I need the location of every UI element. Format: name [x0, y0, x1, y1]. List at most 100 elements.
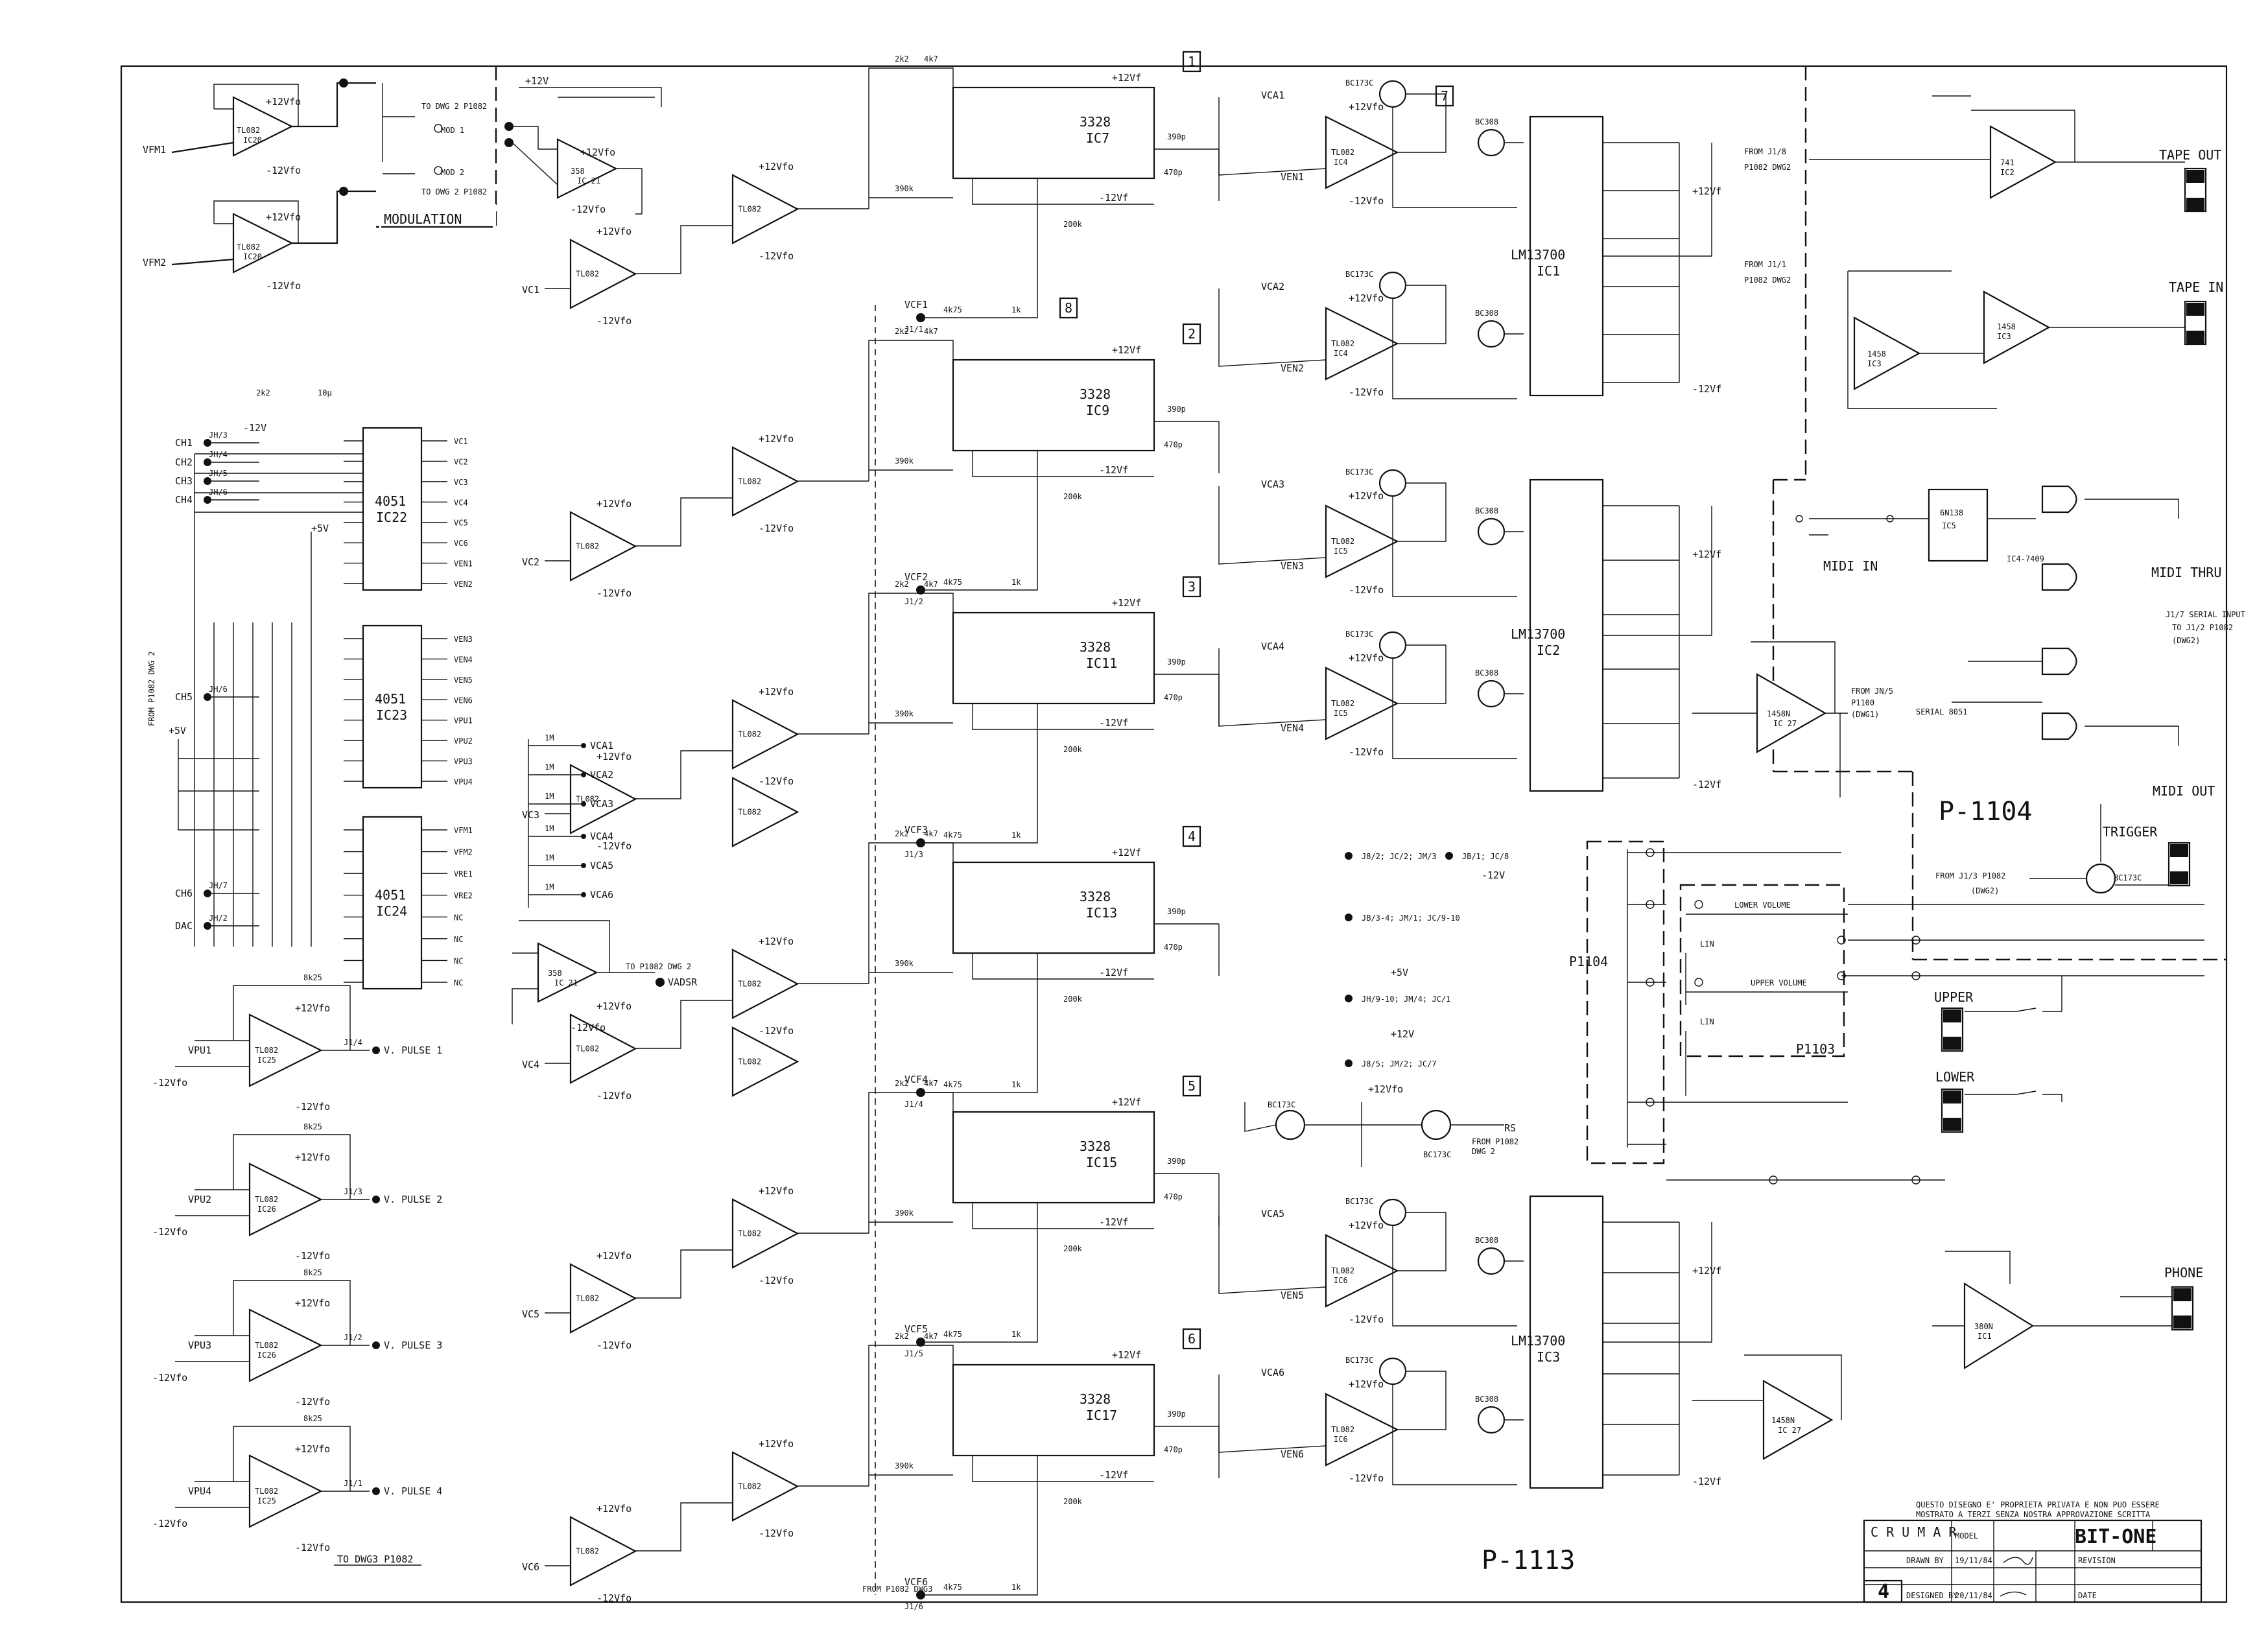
svg-text:(DWG1): (DWG1): [1851, 710, 1879, 719]
svg-text:470p: 470p: [1164, 1445, 1183, 1454]
ladder-label: VCA3: [590, 798, 613, 810]
svg-text:-12Vfo: -12Vfo: [1349, 584, 1384, 596]
ic21-part: 358: [548, 969, 562, 978]
svg-text:-12V: -12V: [243, 422, 266, 434]
mod2-terminal: [434, 166, 443, 175]
pulse-label: V. PULSE 1: [384, 1044, 442, 1056]
svg-text:8k25: 8k25: [303, 973, 322, 982]
svg-text:IC2: IC2: [1537, 643, 1560, 658]
tape-out-jack[interactable]: [2184, 167, 2207, 213]
vc-input-label: VC2: [522, 556, 539, 568]
svg-text:8k25: 8k25: [303, 1122, 322, 1131]
svg-text:+12Vf: +12Vf: [1112, 72, 1141, 84]
svg-text:BC173C: BC173C: [1345, 467, 1373, 477]
svg-text:BC308: BC308: [1475, 668, 1498, 678]
vca-bc173c: [1378, 631, 1407, 659]
vca-opamp-5: [1325, 1234, 1399, 1308]
upper-jack[interactable]: [1941, 1007, 1964, 1052]
ic20a-part: TL082: [237, 126, 260, 135]
midi-in-label: MIDI IN: [1823, 558, 1878, 574]
ic20a-vneg: -12Vfo: [266, 165, 301, 176]
svg-text:-12Vf: -12Vf: [1099, 717, 1128, 729]
svg-text:+12Vfo: +12Vfo: [759, 433, 794, 445]
svg-text:390p: 390p: [1167, 405, 1186, 414]
ladder-label: VCA2: [590, 769, 613, 781]
svg-text:3328: 3328: [1080, 386, 1111, 402]
voice-6: TL082TL082+12Vfo-12Vfo+12Vfo-12VfoVC6332…: [522, 1328, 1524, 1611]
p1104-vertical-title: P1104: [1569, 954, 1608, 969]
svg-text:P1082 DWG2: P1082 DWG2: [1744, 163, 1791, 172]
adsr-vneg: -12Vfo: [571, 204, 606, 215]
opamp-input-a-6: [569, 1516, 637, 1587]
vca-opamp-2: [1325, 307, 1399, 381]
pulse-label: V. PULSE 3: [384, 1339, 442, 1351]
svg-text:-12Vf: -12Vf: [1692, 779, 1721, 790]
svg-text:J1/5: J1/5: [904, 1349, 923, 1358]
drawn-by-label: DRAWN BY: [1906, 1556, 1944, 1565]
svg-text:+12Vfo: +12Vfo: [597, 1000, 632, 1012]
svg-text:TL082: TL082: [255, 1195, 278, 1204]
channel-jack: [204, 458, 211, 466]
opto-6n138: [1928, 488, 1989, 562]
p1103-title: P1103: [1796, 1041, 1835, 1057]
phone-jack[interactable]: [2171, 1286, 2194, 1331]
svg-text:TL082: TL082: [738, 1482, 761, 1491]
svg-text:4k75: 4k75: [943, 578, 962, 587]
svg-text:1M: 1M: [545, 792, 554, 801]
svg-text:-12Vfo: -12Vfo: [1349, 1314, 1384, 1325]
svg-text:+12Vfo: +12Vfo: [597, 226, 632, 237]
opamp-ic3b: [1983, 290, 2051, 364]
svg-text:BC308: BC308: [1475, 1395, 1498, 1404]
mux-output-label: VC2: [454, 457, 468, 466]
rs-from: FROM P1082: [1472, 1137, 1518, 1146]
pulse-jack: [372, 1487, 380, 1495]
svg-text:4k75: 4k75: [943, 1080, 962, 1089]
mod2-label: MOD 2: [441, 168, 464, 177]
svg-text:BC308: BC308: [1475, 506, 1498, 515]
opamp-ic20b: [232, 213, 294, 274]
svg-text:2k2: 2k2: [895, 580, 909, 589]
svg-text:+12Vfo: +12Vfo: [1349, 1220, 1384, 1231]
svg-text:1M: 1M: [545, 824, 554, 833]
designed-by-label: DESIGNED BY: [1906, 1591, 1958, 1600]
svg-text:1458N: 1458N: [1767, 709, 1790, 718]
svg-text:7: 7: [1441, 88, 1448, 104]
opamp-input-a-5: [569, 1263, 637, 1334]
bc173c-reset-b: [1421, 1109, 1452, 1140]
vcf-chip-2: [952, 359, 1155, 452]
svg-text:IC22: IC22: [376, 510, 407, 525]
vca-label: VCA3: [1261, 478, 1284, 490]
vcf-input-jack: [916, 1590, 925, 1599]
svg-text:390p: 390p: [1167, 657, 1186, 667]
mux-output-label: VEN3: [454, 635, 473, 644]
mux-output-label: VC4: [454, 498, 468, 507]
vc-input-label: VC3: [522, 809, 539, 821]
vca-opamp-1: [1325, 115, 1399, 189]
vca-label: VCA1: [1261, 89, 1284, 101]
svg-text:TL082: TL082: [1331, 148, 1354, 157]
opamp-input-a-4: [569, 1013, 637, 1084]
mux-output-label: VFM1: [454, 826, 473, 835]
svg-text:470p: 470p: [1164, 943, 1183, 952]
opamp-input-b-5: [731, 1198, 799, 1269]
svg-text:JH/3: JH/3: [209, 431, 228, 440]
trigger-jack[interactable]: [2168, 842, 2191, 887]
voice-channels: TL082TL082+12Vfo-12Vfo+12Vfo-12VfoVC1332…: [522, 51, 1524, 1611]
mux-output-label: NC: [454, 978, 463, 987]
svg-text:+12V: +12V: [1391, 1028, 1414, 1040]
svg-text:-12Vfo: -12Vfo: [759, 1275, 794, 1286]
model-name: BIT-ONE: [2075, 1526, 2156, 1548]
from-p1082-dwg2-vertical: FROM P1082 DWG 2: [147, 651, 156, 726]
svg-text:+12Vfo: +12Vfo: [295, 1443, 330, 1455]
svg-text:+12Vfo: +12Vfo: [597, 1503, 632, 1515]
svg-text:BC173C: BC173C: [1345, 1356, 1373, 1365]
svg-text:JH/6: JH/6: [209, 685, 228, 694]
svg-text:JH/7: JH/7: [209, 881, 228, 890]
lower-jack[interactable]: [1941, 1088, 1964, 1133]
ic20b-vneg: -12Vfo: [266, 280, 301, 292]
tape-in-jack[interactable]: [2184, 300, 2207, 346]
mux-output-label: VC1: [454, 437, 468, 446]
vca-opamp-3: [1325, 504, 1399, 578]
